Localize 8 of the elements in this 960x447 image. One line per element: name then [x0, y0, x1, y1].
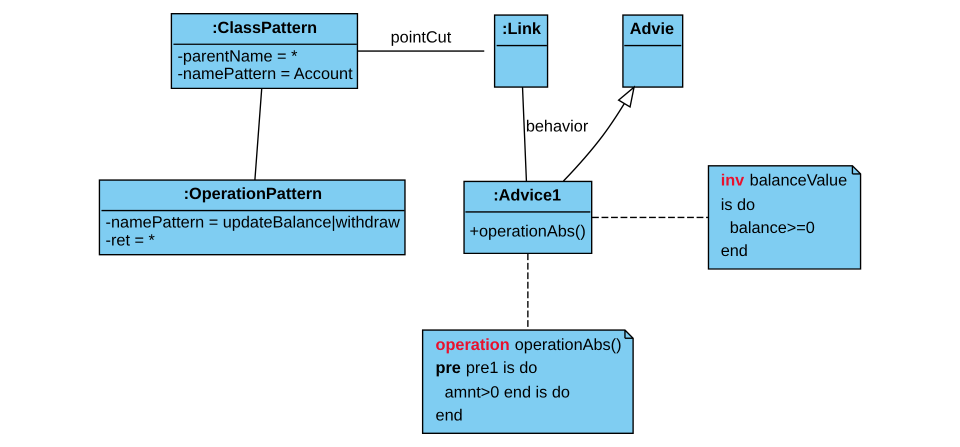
connector	[357, 50, 484, 52]
connector	[254, 88, 262, 180]
connector	[522, 87, 528, 182]
edge-label: behavior	[526, 117, 588, 136]
connector	[527, 253, 529, 330]
connector	[592, 216, 708, 218]
edge-label: pointCut	[390, 28, 452, 46]
arrow	[562, 85, 636, 182]
